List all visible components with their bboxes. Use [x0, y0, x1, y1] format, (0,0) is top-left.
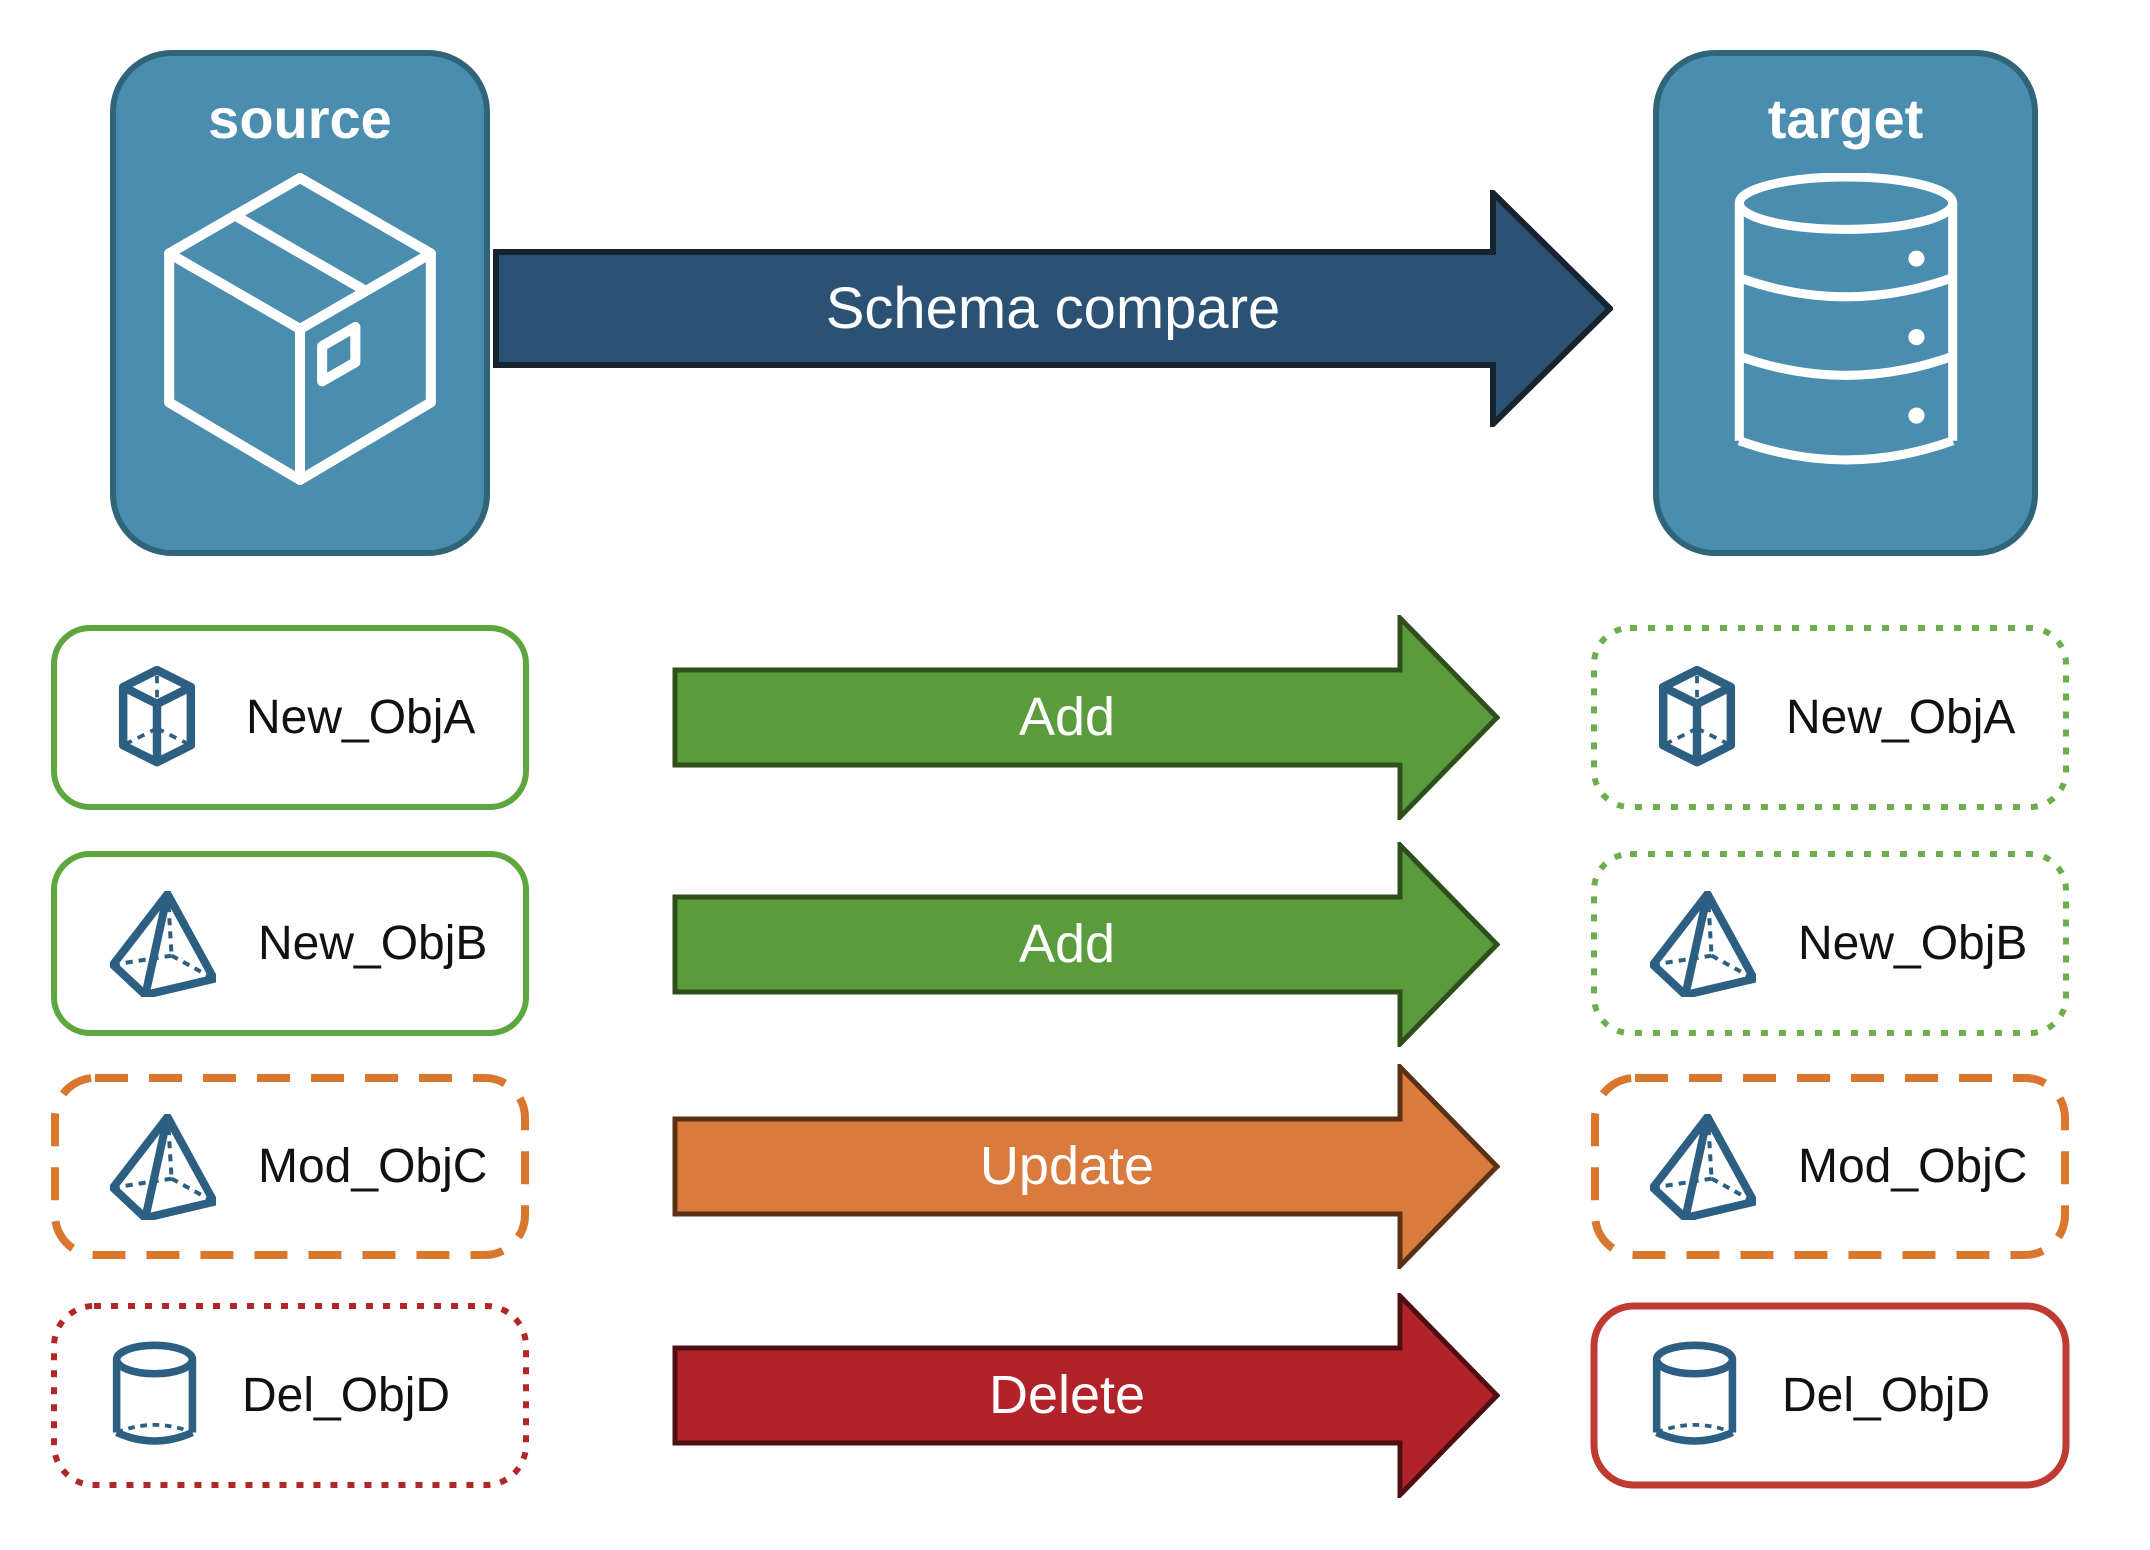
add-arrow [672, 615, 1500, 820]
add-arrow [672, 842, 1500, 1047]
delete-arrow [672, 1293, 1500, 1498]
object-label: New_ObjB [258, 917, 488, 970]
cylinder-icon [112, 1341, 197, 1445]
object-label: Mod_ObjC [258, 1140, 488, 1193]
cube-icon [118, 665, 196, 766]
update-arrow [672, 1064, 1500, 1269]
package-icon [164, 173, 436, 485]
delete-arrow-label: Delete [988, 1365, 1146, 1425]
pyramid-icon [1650, 890, 1756, 997]
source-object-box-mod-objc: Mod_ObjC [50, 1073, 530, 1260]
object-label: Mod_ObjC [1798, 1140, 2028, 1193]
object-label: Del_ObjD [1782, 1369, 1991, 1422]
source-object-box-new-obja: New_ObjA [50, 624, 530, 811]
cylinder-icon [1652, 1341, 1737, 1445]
object-label: Del_ObjD [242, 1369, 451, 1422]
source-node-label: source [208, 87, 392, 150]
schema-compare-arrow [493, 190, 1613, 427]
object-label: New_ObjB [1798, 917, 2028, 970]
target-object-box-new-obja: New_ObjA [1590, 624, 2070, 811]
target-node: target [1653, 50, 2038, 556]
source-node: source [110, 50, 490, 556]
source-object-box-del-objd: Del_ObjD [50, 1302, 530, 1489]
target-node-label: target [1767, 87, 1924, 150]
add-arrow-label: Add [1018, 914, 1116, 974]
source-object-box-new-objb: New_ObjB [50, 850, 530, 1037]
database-icon [1734, 173, 1957, 465]
pyramid-icon [110, 890, 216, 997]
pyramid-icon [1650, 1113, 1756, 1220]
target-object-box-del-objd: Del_ObjD [1590, 1302, 2070, 1489]
schema-compare-label: Schema compare [825, 276, 1281, 341]
pyramid-icon [110, 1113, 216, 1220]
object-label: New_ObjA [246, 691, 476, 744]
add-arrow-label: Add [1018, 687, 1116, 747]
target-object-box-new-objb: New_ObjB [1590, 850, 2070, 1037]
cube-icon [1658, 665, 1736, 766]
update-arrow-label: Update [979, 1136, 1155, 1196]
target-object-box-mod-objc: Mod_ObjC [1590, 1073, 2070, 1260]
object-label: New_ObjA [1786, 691, 2016, 744]
